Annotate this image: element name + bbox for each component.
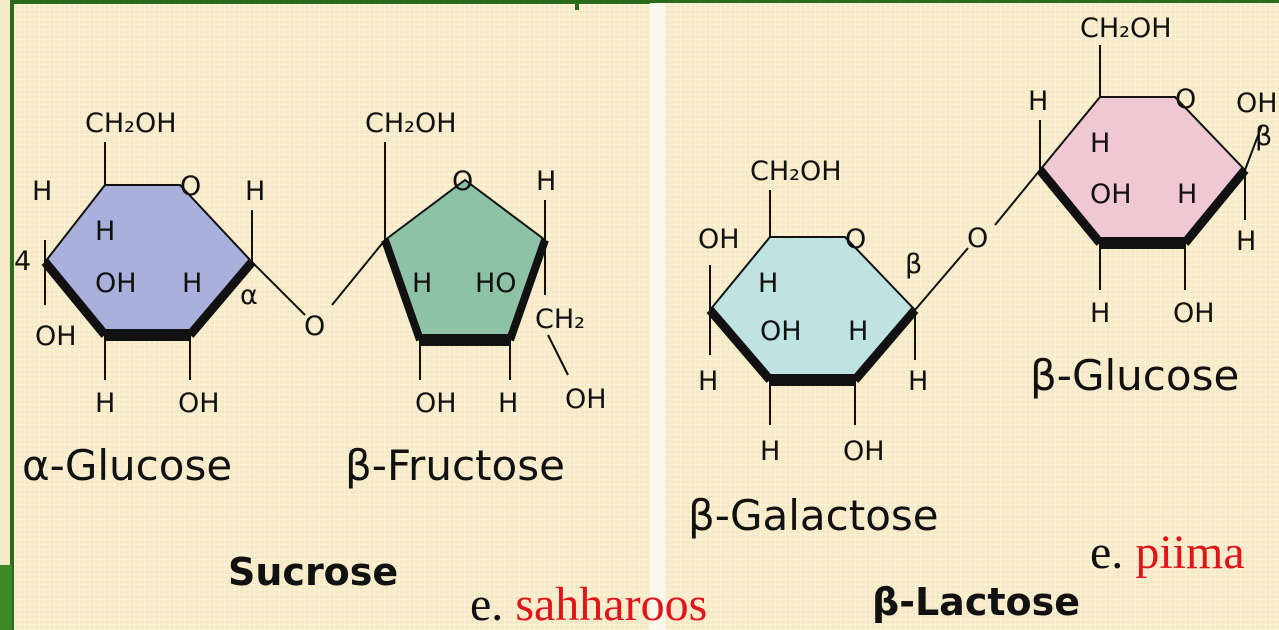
galactose-oh-left: OH xyxy=(698,224,740,255)
beta-glucose-label: β-Glucose xyxy=(1030,351,1239,400)
slide-border xyxy=(575,0,1279,10)
beta-galactose-label: β-Galactose xyxy=(688,491,939,540)
fructose-ch2oh: CH₂OH xyxy=(365,108,457,139)
beta-glucose-ring-o: O xyxy=(1175,84,1196,115)
galactose-ch2oh: CH₂OH xyxy=(750,156,842,187)
glucose-h-inner: H xyxy=(95,216,115,247)
alpha-label: α xyxy=(240,280,258,311)
glucose-oh-bottom: OH xyxy=(178,388,220,419)
beta-fructose-label: β-Fructose xyxy=(345,441,565,490)
galactose-h-inner: H xyxy=(758,268,778,299)
beta-glucose-oh-inner: OH xyxy=(1090,179,1132,210)
glucose-oh-left: OH xyxy=(35,321,77,352)
beta-glucose-oh-right: OH xyxy=(1236,88,1278,119)
glucose-ring-o: O xyxy=(180,171,201,202)
glucose-oh-inner: OH xyxy=(95,268,137,299)
sucrose-estonian-note: e. sahharoos xyxy=(470,578,707,630)
beta-glucose-molecule: CH₂OH H O OH β H OH H H H OH xyxy=(1028,13,1278,329)
beta-glucose-ring xyxy=(1038,96,1247,244)
alpha-glucose-label: α-Glucose xyxy=(22,441,232,490)
glucose-carbon-4: 4 xyxy=(14,246,31,277)
fructose-h-inner: H xyxy=(412,268,432,299)
fructose-h-bottom: H xyxy=(498,388,518,419)
galactose-h-right: H xyxy=(908,366,928,397)
glucose-h-right: H xyxy=(245,176,265,207)
fructose-oh-bottom: OH xyxy=(415,388,457,419)
beta-glucose-oh-bottom: OH xyxy=(1173,298,1215,329)
glucose-h-bottom: H xyxy=(95,388,115,419)
glycosidic-oxygen-sucrose: O xyxy=(304,311,325,342)
fructose-h-right: H xyxy=(536,166,556,197)
beta-glucose-h-inner: H xyxy=(1090,128,1110,159)
glucose-h-left: H xyxy=(32,176,52,207)
beta-galactose-molecule: CH₂OH OH O β H OH H H H H OH xyxy=(698,156,969,467)
fructose-ch2: CH₂ xyxy=(535,304,585,335)
fructose-ring-o: O xyxy=(452,166,473,197)
beta-galactose-ring xyxy=(708,236,917,381)
galactose-h-left: H xyxy=(698,366,718,397)
slide-corner-tab xyxy=(0,565,12,630)
galactose-beta-label: β xyxy=(905,249,922,280)
beta-glucose-h-right: H xyxy=(1236,226,1256,257)
galactose-h-inner2: H xyxy=(848,316,868,347)
beta-glucose-beta-label: β xyxy=(1255,121,1272,152)
glucose-h-inner2: H xyxy=(182,268,202,299)
panel-divider xyxy=(650,0,665,630)
sucrose-panel xyxy=(10,0,650,630)
glucose-ch2oh: CH₂OH xyxy=(85,108,177,139)
beta-glucose-ch2oh: CH₂OH xyxy=(1080,13,1172,44)
sucrose-caption: Sucrose xyxy=(228,550,398,594)
fructose-oh-tail: OH xyxy=(565,384,607,415)
beta-glucose-h-inner2: H xyxy=(1177,179,1197,210)
galactose-ring-o: O xyxy=(845,224,866,255)
galactose-oh-inner: OH xyxy=(760,316,802,347)
beta-glucose-h-bottom: H xyxy=(1090,298,1110,329)
galactose-oh-bottom: OH xyxy=(843,436,885,467)
alpha-glucose-ring xyxy=(43,184,254,336)
alpha-glucose-molecule: CH₂OH O H 4 H OH H H α OH H OH xyxy=(14,108,306,419)
beta-glucose-h-left: H xyxy=(1028,86,1048,117)
lactose-caption: β-Lactose xyxy=(872,580,1080,624)
fructose-ho-inner: HO xyxy=(475,268,517,299)
glycosidic-oxygen-lactose: O xyxy=(967,223,988,254)
lactose-estonian-note: e. piima xyxy=(1090,526,1245,579)
beta-fructose-molecule: CH₂OH O H H HO CH₂ OH H OH xyxy=(365,108,607,419)
galactose-h-bottom: H xyxy=(760,436,780,467)
